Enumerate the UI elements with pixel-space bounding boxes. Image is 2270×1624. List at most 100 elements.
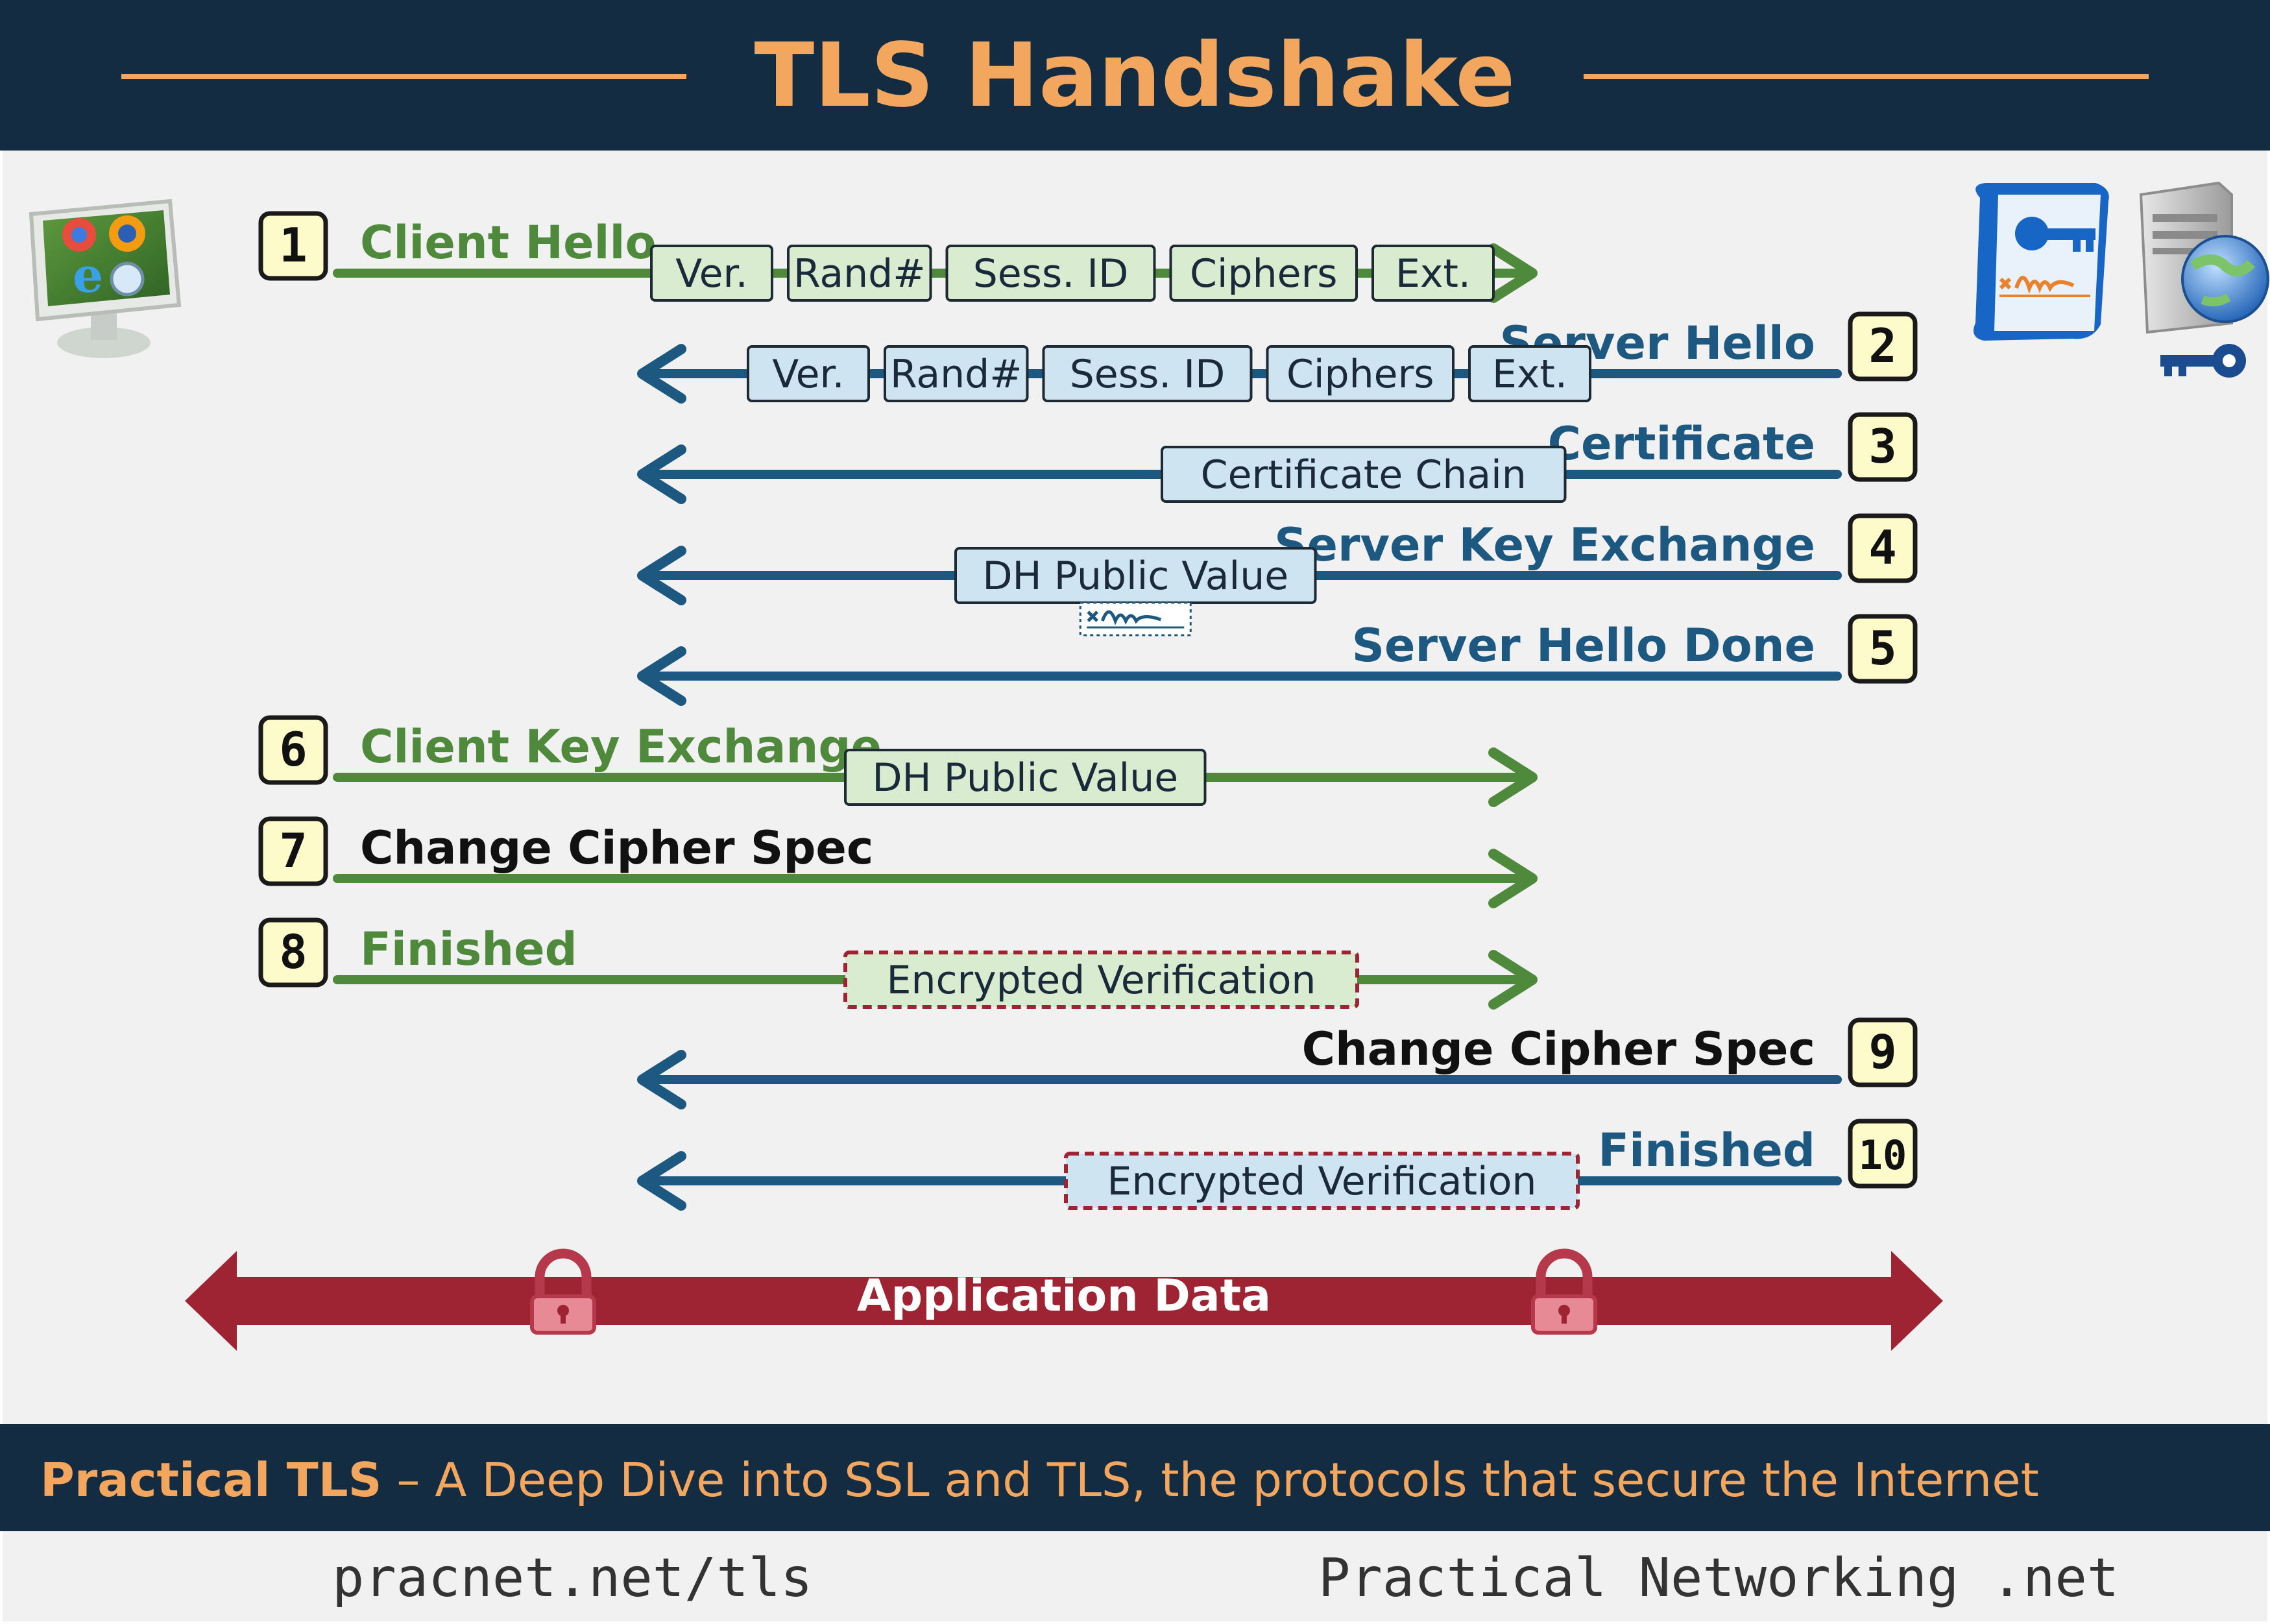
step-number-badge (1848, 513, 1918, 583)
signature-icon (1079, 601, 1192, 636)
payload-label: Ext. (1492, 352, 1567, 397)
payload-box (1161, 446, 1567, 503)
padlock-icon (1531, 1248, 1597, 1335)
svg-text:e: e (73, 248, 103, 304)
step-label: Certificate (1548, 417, 1815, 470)
step-label: Server Hello Done (1352, 619, 1815, 672)
payload-box (1169, 245, 1358, 302)
step-number: 7 (279, 823, 307, 878)
payload-label: DH Public Value (982, 553, 1288, 599)
step-number: 2 (1868, 319, 1896, 373)
payload-label: Ext. (1395, 251, 1471, 297)
payload-box (843, 951, 1359, 1009)
step-label: Change Cipher Spec (360, 821, 873, 875)
step-number-badge (1848, 614, 1918, 684)
step-number: 5 (1868, 621, 1896, 675)
step-number-badge (1848, 311, 1918, 382)
step-number-badge (1848, 412, 1918, 482)
payload-label: Rand# (793, 251, 926, 297)
step-arrow-head (637, 1151, 686, 1211)
payload-box (650, 245, 773, 302)
step-arrow-head (637, 546, 686, 605)
banner-bar (0, 1424, 2270, 1531)
step-arrow-head (637, 344, 686, 404)
banner-brand: Practical TLS (40, 1453, 382, 1507)
certificate-scroll-icon (1973, 183, 2109, 341)
header: TLS Handshake (0, 0, 2270, 151)
signature-stroke (1087, 610, 1162, 625)
step-label: Change Cipher Spec (1302, 1023, 1815, 1076)
key-icon (2160, 344, 2246, 378)
payload-box (1371, 245, 1495, 302)
banner-text: Practical TLS – A Deep Dive into SSL and… (40, 1453, 2039, 1507)
payload-label: Ver. (772, 352, 845, 397)
step-number: 3 (1868, 419, 1896, 474)
application-data-label: Application Data (857, 1270, 1271, 1322)
signature-icon (1999, 276, 2090, 297)
step-arrow-head (1488, 950, 1538, 1010)
step-number: 4 (1868, 520, 1896, 575)
payload-label: Ver. (675, 251, 748, 297)
payload-label: Sess. ID (973, 251, 1129, 297)
payload-label: Sess. ID (1070, 352, 1226, 397)
step-number-badge (258, 211, 328, 281)
step-label: Client Key Exchange (360, 720, 882, 773)
step-arrow-head (1488, 243, 1538, 303)
payload-label: Encrypted Verification (887, 958, 1316, 1003)
handshake-step-9: 9 Change Cipher Spec (637, 1017, 1918, 1109)
payload-box (1042, 345, 1253, 402)
step-number-badge (1848, 1119, 1918, 1189)
step-arrow-head (1488, 747, 1538, 807)
step-number-badge (258, 816, 328, 886)
footer-right-link[interactable]: Practical Networking .net (1318, 1547, 2119, 1609)
payload-box (884, 345, 1029, 402)
browser-monitor-icon: e (29, 199, 182, 358)
step-arrow-head (637, 1050, 686, 1109)
page-title: TLS Handshake (754, 25, 1515, 127)
step-label: Client Hello (360, 216, 657, 269)
payload-box (787, 245, 932, 302)
payload-label: DH Public Value (872, 755, 1178, 801)
payload-box (844, 749, 1207, 806)
payload-label: Ciphers (1286, 352, 1434, 397)
handshake-step-5: 5 Server Hello Done (637, 614, 1918, 706)
payload-label: Rand# (890, 352, 1022, 397)
step-label: Server Key Exchange (1274, 518, 1815, 572)
footer: pracnet.net/tls Practical Networking .ne… (3, 1531, 2267, 1621)
step-number: 8 (279, 925, 307, 979)
application-data-bar (185, 1251, 1943, 1351)
step-arrow-head (1488, 849, 1538, 908)
payload-label: Encrypted Verification (1107, 1159, 1537, 1204)
step-label: Finished (1598, 1124, 1815, 1177)
padlock-icon (530, 1248, 596, 1335)
step-number-badge (258, 917, 328, 988)
banner-tagline: A Deep Dive into SSL and TLS, the protoc… (435, 1453, 2039, 1507)
payload-box (1468, 345, 1591, 402)
step-label: Finished (360, 923, 577, 976)
footer-left-link[interactable]: pracnet.net/tls (332, 1547, 813, 1609)
step-number: 1 (279, 218, 307, 273)
step-number-badge (1848, 1017, 1918, 1087)
server-globe-icon (2139, 181, 2269, 334)
step-number: 10 (1859, 1132, 1907, 1179)
step-arrow-head (637, 646, 686, 706)
step-number-badge (258, 715, 328, 785)
application-data-arrow: Application Data (185, 1248, 1943, 1351)
payload-box (747, 345, 870, 402)
step-number: 9 (1868, 1024, 1896, 1079)
payload-box (945, 245, 1156, 302)
payload-label: Certificate Chain (1201, 452, 1527, 498)
step-arrow-head (637, 444, 686, 504)
banner: Practical TLS – A Deep Dive into SSL and… (0, 1424, 2270, 1531)
payload-box (1266, 345, 1455, 402)
step-number: 6 (279, 722, 307, 777)
